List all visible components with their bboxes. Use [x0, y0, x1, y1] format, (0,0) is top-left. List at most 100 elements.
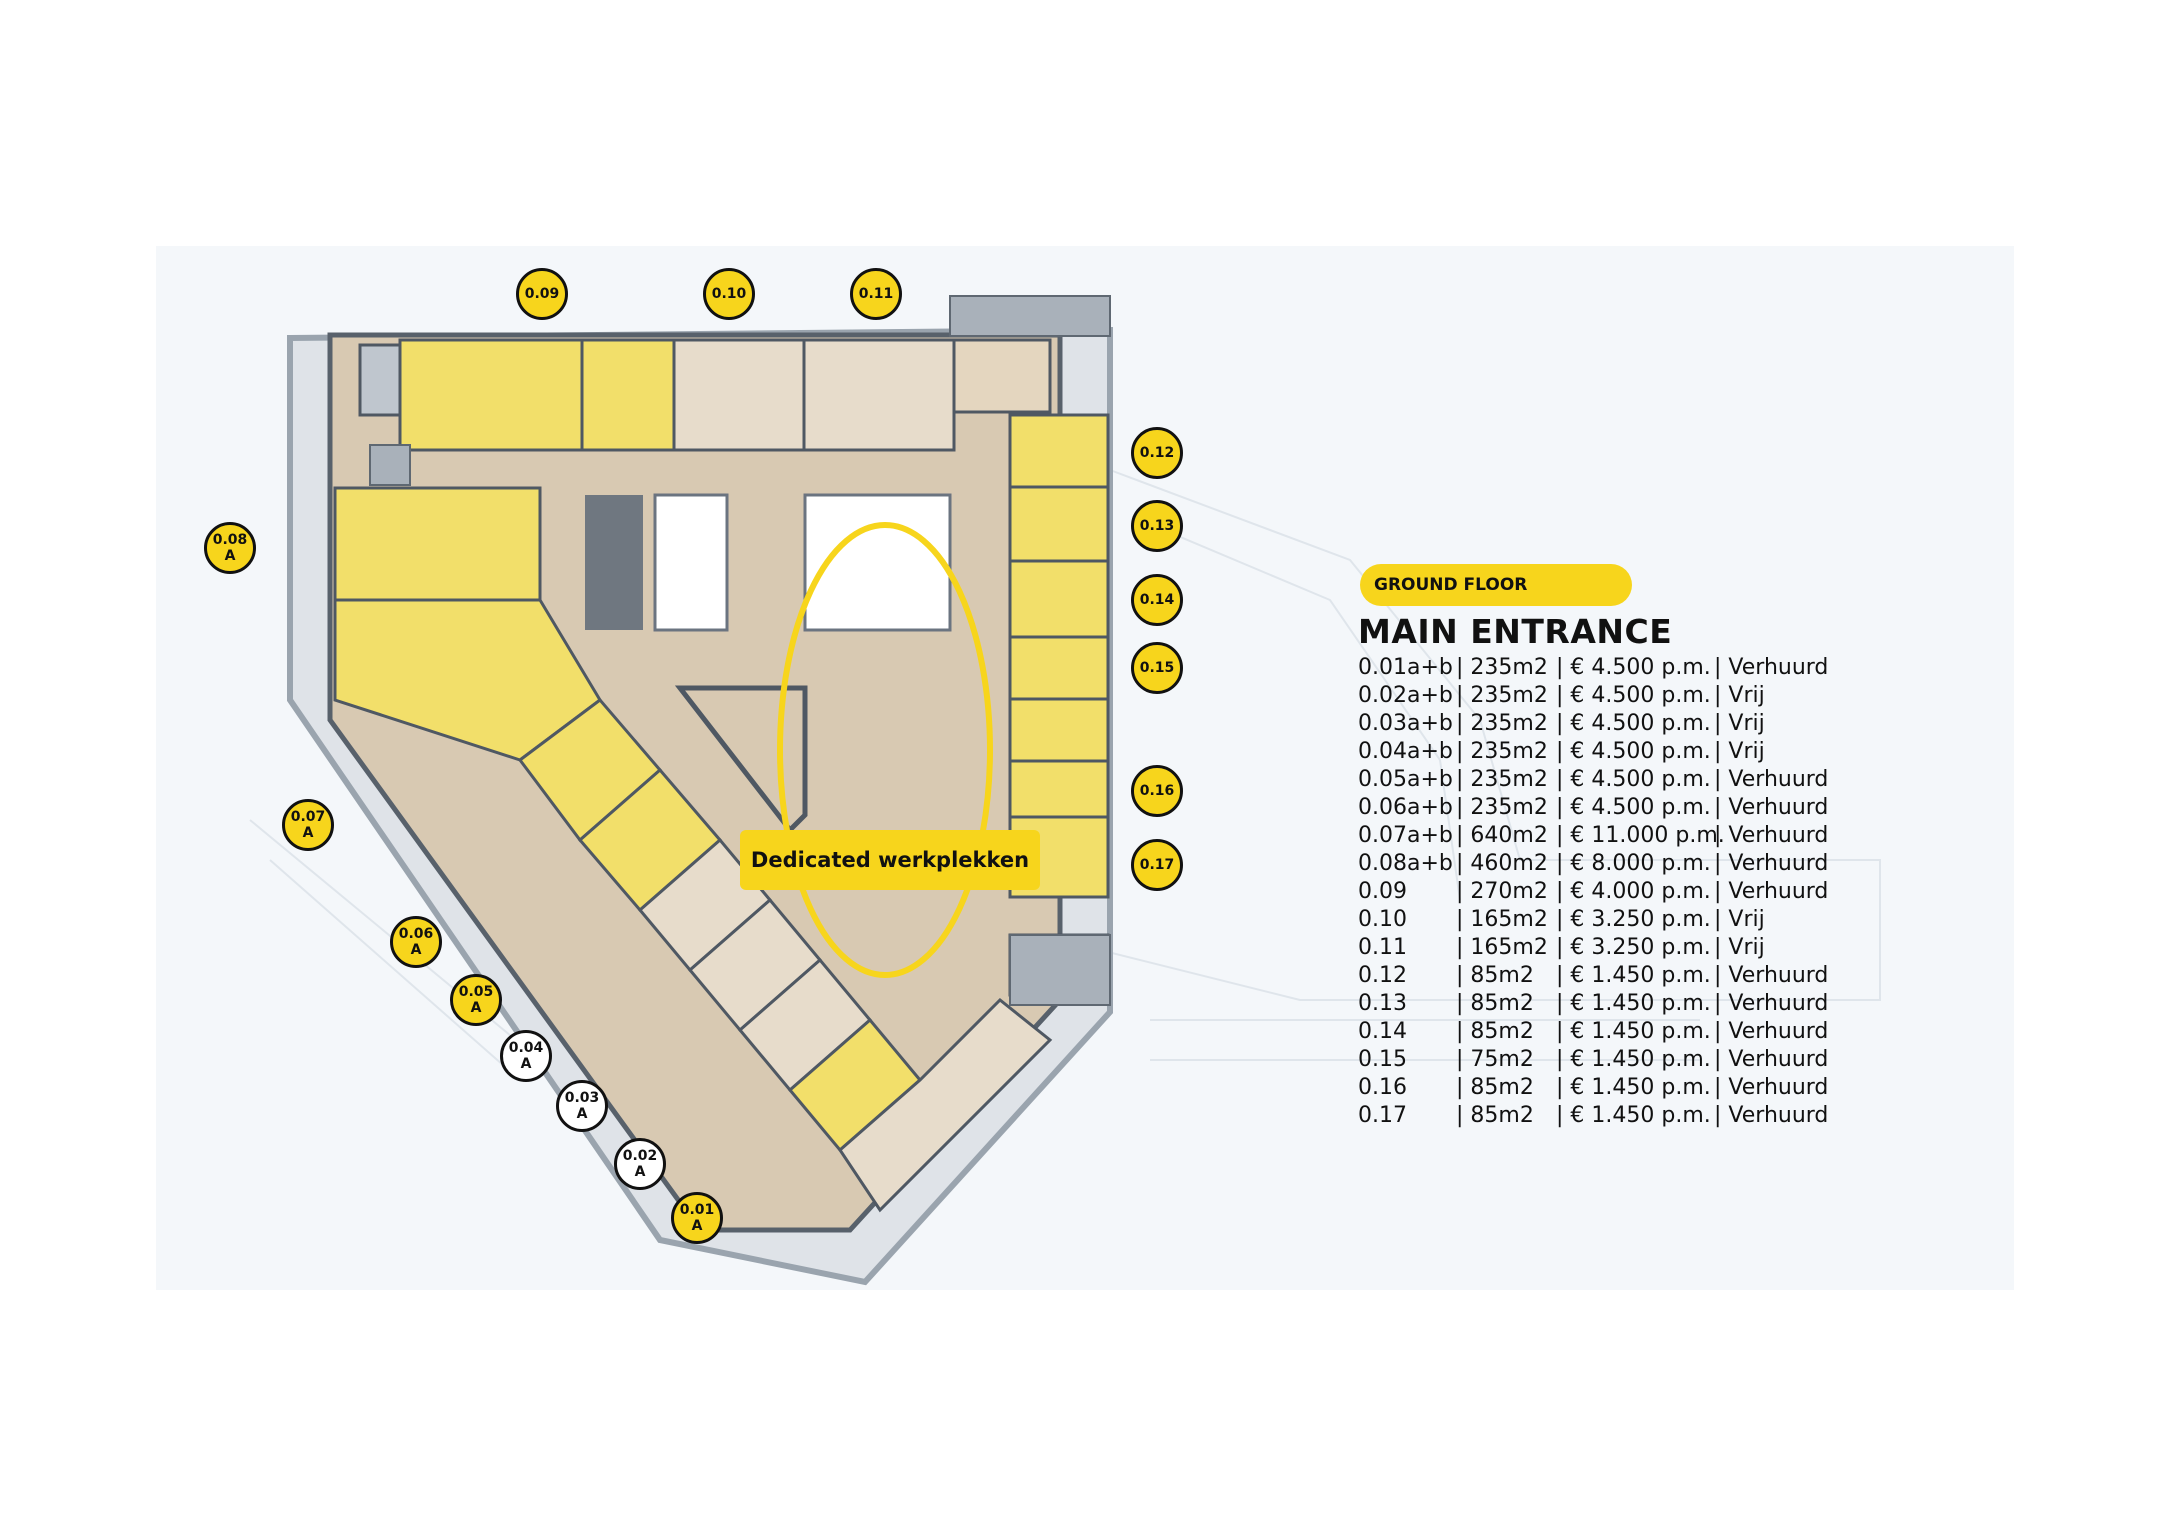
unit-price: | € 1.450 p.m.: [1556, 1047, 1711, 1072]
unit-marker-0-12[interactable]: 0.12: [1131, 427, 1183, 479]
unit-id: 0.10: [1358, 907, 1407, 932]
unit-row: 0.04a+b| 235m2| € 4.500 p.m.| Vrij: [1358, 738, 1918, 766]
unit-price: | € 3.250 p.m.: [1556, 907, 1711, 932]
unit-marker-0-13[interactable]: 0.13: [1131, 500, 1183, 552]
unit-id: 0.11: [1358, 935, 1407, 960]
unit-marker-0-06a[interactable]: 0.06 A: [390, 916, 442, 968]
dedicated-area-outline: [777, 522, 993, 978]
unit-price: | € 4.500 p.m.: [1556, 655, 1711, 680]
unit-marker-0-05a[interactable]: 0.05 A: [450, 974, 502, 1026]
unit-area: | 85m2: [1456, 1103, 1534, 1128]
unit-status: | Verhuurd: [1714, 1019, 1829, 1044]
unit-price: | € 4.500 p.m.: [1556, 767, 1711, 792]
unit-marker-0-01a[interactable]: 0.01 A: [671, 1192, 723, 1244]
unit-id: 0.06a+b: [1358, 795, 1453, 820]
unit-status: | Vrij: [1714, 907, 1765, 932]
unit-id: 0.05a+b: [1358, 767, 1453, 792]
marker-label: 0.10: [711, 286, 747, 302]
unit-marker-0-10[interactable]: 0.10: [703, 268, 755, 320]
dedicated-workspaces-label: Dedicated werkplekken: [740, 830, 1040, 890]
unit-row: 0.03a+b| 235m2| € 4.500 p.m.| Vrij: [1358, 710, 1918, 738]
marker-label: 0.14: [1139, 592, 1175, 608]
unit-marker-0-17[interactable]: 0.17: [1131, 839, 1183, 891]
unit-price: | € 1.450 p.m.: [1556, 991, 1711, 1016]
unit-area: | 460m2: [1456, 851, 1548, 876]
unit-status: | Verhuurd: [1714, 823, 1829, 848]
unit-price: | € 4.500 p.m.: [1556, 739, 1711, 764]
marker-label: 0.15: [1139, 660, 1175, 676]
unit-id: 0.01a+b: [1358, 655, 1453, 680]
marker-label: 0.11: [858, 286, 894, 302]
unit-price: | € 1.450 p.m.: [1556, 1103, 1711, 1128]
unit-area: | 235m2: [1456, 683, 1548, 708]
unit-status: | Verhuurd: [1714, 879, 1829, 904]
unit-id: 0.09: [1358, 879, 1407, 904]
unit-id: 0.03a+b: [1358, 711, 1453, 736]
unit-area: | 235m2: [1456, 795, 1548, 820]
unit-id: 0.14: [1358, 1019, 1407, 1044]
marker-sublabel: A: [302, 825, 314, 841]
unit-row: 0.11| 165m2| € 3.250 p.m.| Vrij: [1358, 934, 1918, 962]
unit-status: | Verhuurd: [1714, 795, 1829, 820]
unit-status: | Vrij: [1714, 683, 1765, 708]
unit-status: | Vrij: [1714, 711, 1765, 736]
unit-price: | € 4.500 p.m.: [1556, 795, 1711, 820]
unit-marker-0-08a[interactable]: 0.08 A: [204, 522, 256, 574]
marker-label: 0.13: [1139, 518, 1175, 534]
unit-marker-0-14[interactable]: 0.14: [1131, 574, 1183, 626]
unit-marker-0-09[interactable]: 0.09: [516, 268, 568, 320]
unit-marker-0-15[interactable]: 0.15: [1131, 642, 1183, 694]
entrance-title: MAIN ENTRANCE: [1358, 612, 1673, 651]
unit-price: | € 3.250 p.m.: [1556, 935, 1711, 960]
unit-status: | Verhuurd: [1714, 1075, 1829, 1100]
unit-row: 0.15| 75m2| € 1.450 p.m.| Verhuurd: [1358, 1046, 1918, 1074]
marker-sublabel: A: [224, 548, 236, 564]
unit-row: 0.13 | 85m2 | € 1.450 p.m.| Verhuurd: [1358, 990, 1918, 1018]
stair-cores: [369, 295, 1111, 1006]
unit-marker-0-11[interactable]: 0.11: [850, 268, 902, 320]
marker-label: 0.01: [679, 1202, 715, 1218]
atrium-voids: [585, 493, 952, 632]
unit-marker-0-16[interactable]: 0.16: [1131, 765, 1183, 817]
unit-id: 0.15: [1358, 1047, 1407, 1072]
marker-label: 0.02: [622, 1148, 658, 1164]
unit-id: 0.16: [1358, 1075, 1407, 1100]
marker-label: 0.06: [398, 926, 434, 942]
marker-label: 0.16: [1139, 783, 1175, 799]
marker-label: 0.12: [1139, 445, 1175, 461]
unit-price: | € 1.450 p.m.: [1556, 1075, 1711, 1100]
unit-id: 0.04a+b: [1358, 739, 1453, 764]
unit-price: | € 4.500 p.m.: [1556, 711, 1711, 736]
unit-row: 0.12| 85m2| € 1.450 p.m.| Verhuurd: [1358, 962, 1918, 990]
unit-row: 0.14| 85m2| € 1.450 p.m.| Verhuurd: [1358, 1018, 1918, 1046]
unit-status: | Vrij: [1714, 739, 1765, 764]
unit-status: | Verhuurd: [1714, 1047, 1829, 1072]
unit-price: | € 1.450 p.m.: [1556, 963, 1711, 988]
marker-sublabel: A: [576, 1106, 588, 1122]
unit-row: 0.06a+b| 235m2 | € 4.500 p.m.| Verhuurd: [1358, 794, 1918, 822]
unit-marker-0-03a[interactable]: 0.03 A: [556, 1080, 608, 1132]
unit-status: | Verhuurd: [1714, 1103, 1829, 1128]
unit-row: 0.02a+b| 235m2| € 4.500 p.m.| Vrij: [1358, 682, 1918, 710]
marker-label: 0.05: [458, 984, 494, 1000]
unit-id: 0.02a+b: [1358, 683, 1453, 708]
marker-label: 0.17: [1139, 857, 1175, 873]
marker-sublabel: A: [410, 942, 422, 958]
unit-id: 0.13: [1358, 991, 1407, 1016]
unit-marker-0-02a[interactable]: 0.02 A: [614, 1138, 666, 1190]
floor-label: GROUND FLOOR: [1360, 564, 1632, 606]
marker-label: 0.07: [290, 809, 326, 825]
marker-sublabel: A: [470, 1000, 482, 1016]
unit-row: 0.01a+b| 235m2| € 4.500 p.m.| Verhuurd: [1358, 654, 1918, 682]
unit-price: | € 4.000 p.m.: [1556, 879, 1711, 904]
unit-marker-0-07a[interactable]: 0.07 A: [282, 799, 334, 851]
marker-sublabel: A: [634, 1164, 646, 1180]
unit-id: 0.08a+b: [1358, 851, 1453, 876]
unit-status: | Verhuurd: [1714, 991, 1829, 1016]
offices-left-wing: [333, 486, 1053, 1213]
unit-row: 0.09| 270m2| € 4.000 p.m.| Verhuurd: [1358, 878, 1918, 906]
unit-area: | 85m2: [1456, 991, 1534, 1016]
unit-marker-0-04a[interactable]: 0.04 A: [500, 1030, 552, 1082]
